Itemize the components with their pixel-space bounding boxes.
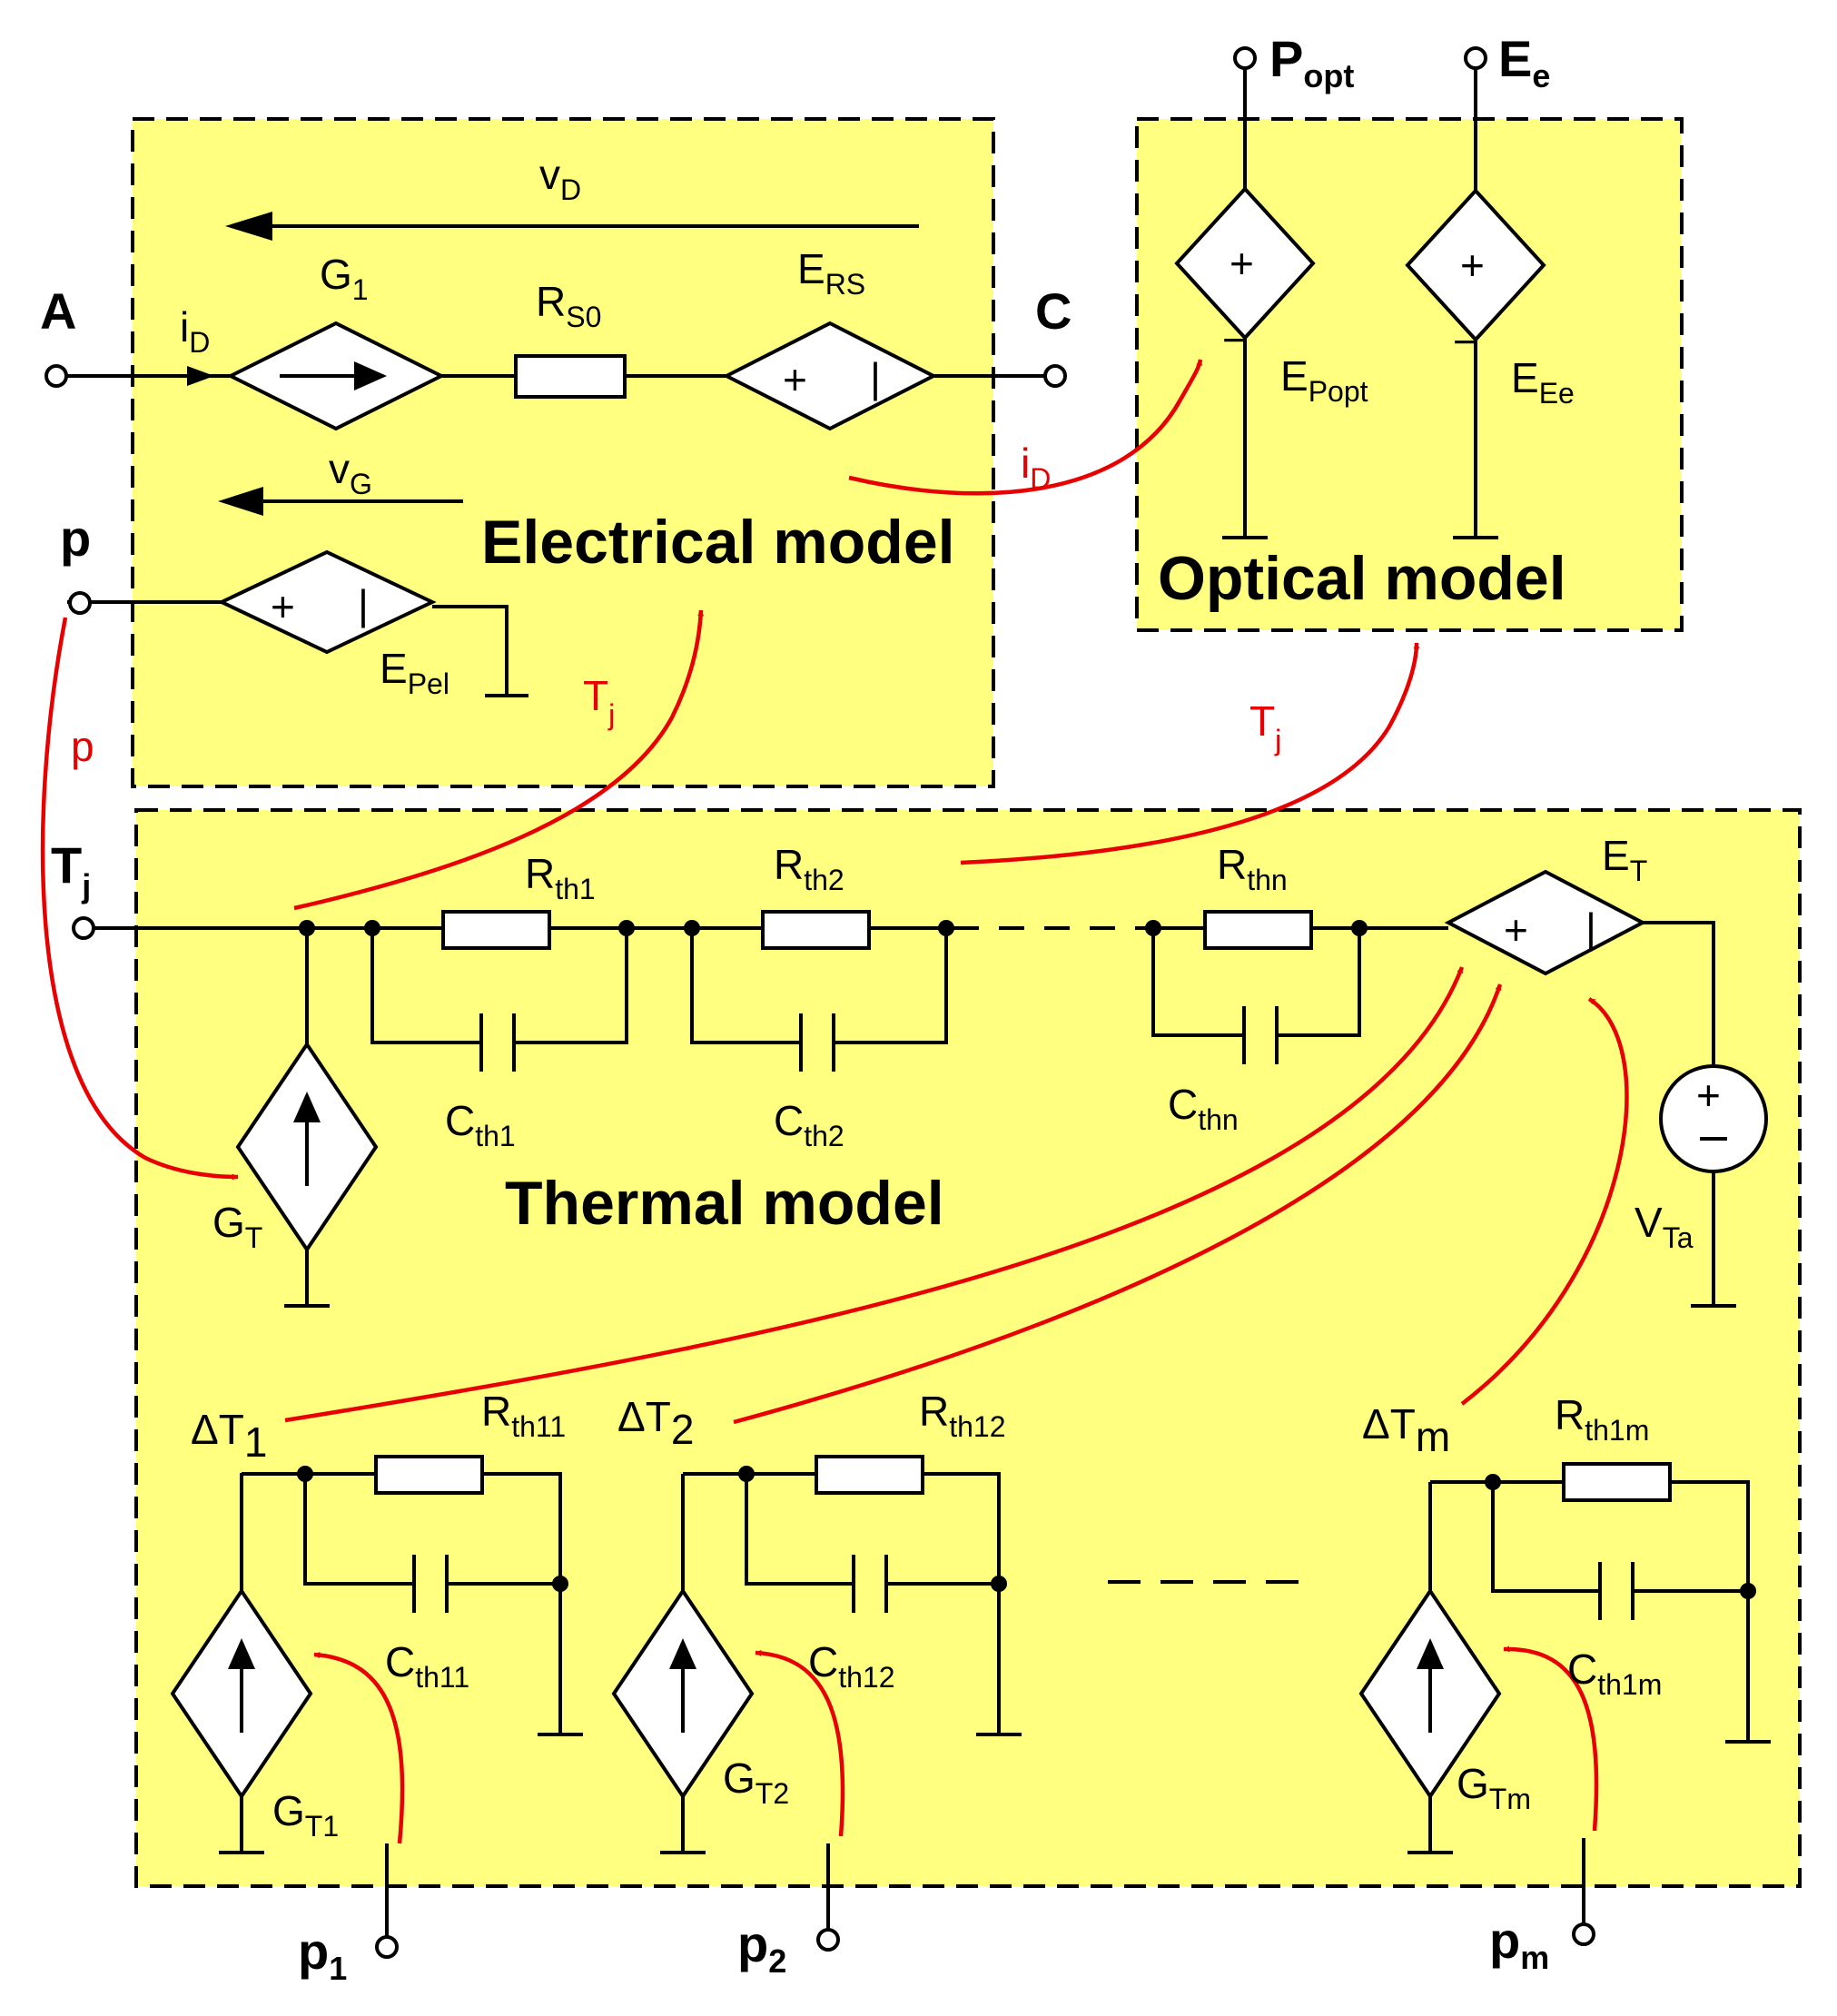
et-label: ET xyxy=(1602,832,1647,887)
p-to-gt-arrow xyxy=(40,617,239,1181)
terminal-c-label: C xyxy=(1035,282,1072,340)
rs0-resistor xyxy=(514,354,627,399)
eee-label: EEe xyxy=(1511,354,1575,410)
eee-plus-sign: + xyxy=(1460,242,1485,289)
p-signal-label: p xyxy=(71,723,94,770)
et-plus-sign: + xyxy=(1504,906,1528,954)
rth1-resistor xyxy=(441,910,551,950)
rth1m-label: Rth1m xyxy=(1555,1391,1649,1447)
terminal-a-label: A xyxy=(40,282,76,340)
cth1m-label: Cth1m xyxy=(1567,1645,1662,1701)
vg-label: vG xyxy=(329,445,372,500)
tj-to-optical-arrow xyxy=(960,642,1420,865)
vta-label: VTa xyxy=(1635,1199,1694,1254)
gtm-label: GTm xyxy=(1457,1760,1531,1815)
terminal-tj[interactable] xyxy=(72,916,95,940)
terminal-a[interactable] xyxy=(44,364,68,388)
g1-label: G1 xyxy=(320,251,369,306)
optical-model-block xyxy=(1135,117,1684,632)
vd-label: vD xyxy=(539,151,581,206)
cth1-label: Cth1 xyxy=(445,1097,516,1152)
signal-arrows xyxy=(40,359,1629,1844)
id-signal-arrow xyxy=(848,359,1203,496)
rth11-label: Rth11 xyxy=(481,1388,566,1443)
junction-dots xyxy=(297,920,1756,1599)
tj-to-electrical-arrow xyxy=(293,609,705,911)
vta-plus-sign: + xyxy=(1696,1072,1721,1119)
terminal-ee[interactable] xyxy=(1464,46,1487,70)
epel-voltage-source xyxy=(217,549,437,655)
rthn-label: Rthn xyxy=(1217,841,1288,896)
epel-label: EPel xyxy=(380,645,449,700)
epel-minus-sign: | xyxy=(358,581,369,628)
et-minus-sign: | xyxy=(1585,904,1596,952)
gt-label: GT xyxy=(212,1199,262,1254)
dtm-to-et-arrow xyxy=(1460,997,1629,1406)
terminal-popt-label: Popt xyxy=(1269,30,1354,94)
terminal-p-label: p xyxy=(60,509,91,567)
terminal-c[interactable] xyxy=(1043,364,1067,388)
dt2-to-et-arrow xyxy=(733,983,1503,1425)
epel-plus-sign: + xyxy=(271,583,295,630)
rth11-resistor xyxy=(374,1455,484,1495)
terminal-pm-label: pm xyxy=(1489,1912,1549,1976)
eee-minus-sign: − xyxy=(1453,318,1477,365)
cth12-label: Cth12 xyxy=(808,1638,895,1694)
terminal-popt[interactable] xyxy=(1233,46,1257,70)
rth2-resistor xyxy=(761,910,871,950)
dt1-label: ΔT1 xyxy=(191,1406,267,1466)
terminal-p2[interactable] xyxy=(816,1928,840,1952)
id-label: iD xyxy=(180,303,210,359)
id-signal-label: iD xyxy=(1021,440,1051,495)
p1-to-gt1-arrow xyxy=(313,1651,405,1844)
cth11-label: Cth11 xyxy=(385,1638,469,1694)
epopt-plus-sign: + xyxy=(1230,240,1254,287)
p2-to-gt2-arrow xyxy=(755,1649,845,1837)
optical-circuit xyxy=(1174,69,1546,539)
electrical-model-title: Electrical model xyxy=(481,508,955,577)
ers-minus-sign: | xyxy=(870,354,881,401)
cthn-label: Cthn xyxy=(1168,1081,1239,1136)
rth12-label: Rth12 xyxy=(919,1388,1006,1443)
rs0-label: RS0 xyxy=(536,278,601,333)
rth1m-resistor xyxy=(1562,1462,1672,1502)
ers-label: ERS xyxy=(797,245,865,301)
thermal-circuit xyxy=(94,869,1771,1936)
tj-signal-label-2: Tj xyxy=(1249,697,1281,756)
dt1-to-et-arrow xyxy=(284,966,1465,1423)
cth2-label: Cth2 xyxy=(774,1097,844,1152)
thermal-model-title: Thermal model xyxy=(505,1169,944,1238)
terminal-pm[interactable] xyxy=(1572,1922,1595,1946)
rth1-label: Rth1 xyxy=(525,850,596,905)
electrical-circuit xyxy=(67,212,1044,697)
terminal-p1-label: p1 xyxy=(298,1922,347,1987)
rth12-resistor xyxy=(815,1455,924,1495)
electrical-model-block xyxy=(131,117,995,788)
dtm-label: ΔTm xyxy=(1362,1400,1450,1460)
epopt-label: EPopt xyxy=(1280,352,1368,408)
dt2-label: ΔT2 xyxy=(617,1393,694,1453)
terminal-p2-label: p2 xyxy=(737,1915,786,1980)
terminal-p1[interactable] xyxy=(375,1935,399,1959)
gt2-label: GT2 xyxy=(723,1754,789,1810)
pm-to-gtm-arrow xyxy=(1503,1645,1599,1832)
terminal-ee-label: Ee xyxy=(1498,30,1550,94)
gt1-label: GT1 xyxy=(272,1787,339,1843)
rth2-label: Rth2 xyxy=(774,841,844,896)
tj-signal-label-1: Tj xyxy=(583,672,615,731)
rthn-resistor xyxy=(1203,910,1313,950)
terminal-tj-label: Tj xyxy=(51,836,91,904)
optical-model-title: Optical model xyxy=(1158,544,1566,613)
ers-plus-sign: + xyxy=(783,356,807,403)
ers-voltage-source xyxy=(722,321,938,431)
epopt-minus-sign: − xyxy=(1222,316,1247,363)
terminal-p[interactable] xyxy=(68,591,92,615)
